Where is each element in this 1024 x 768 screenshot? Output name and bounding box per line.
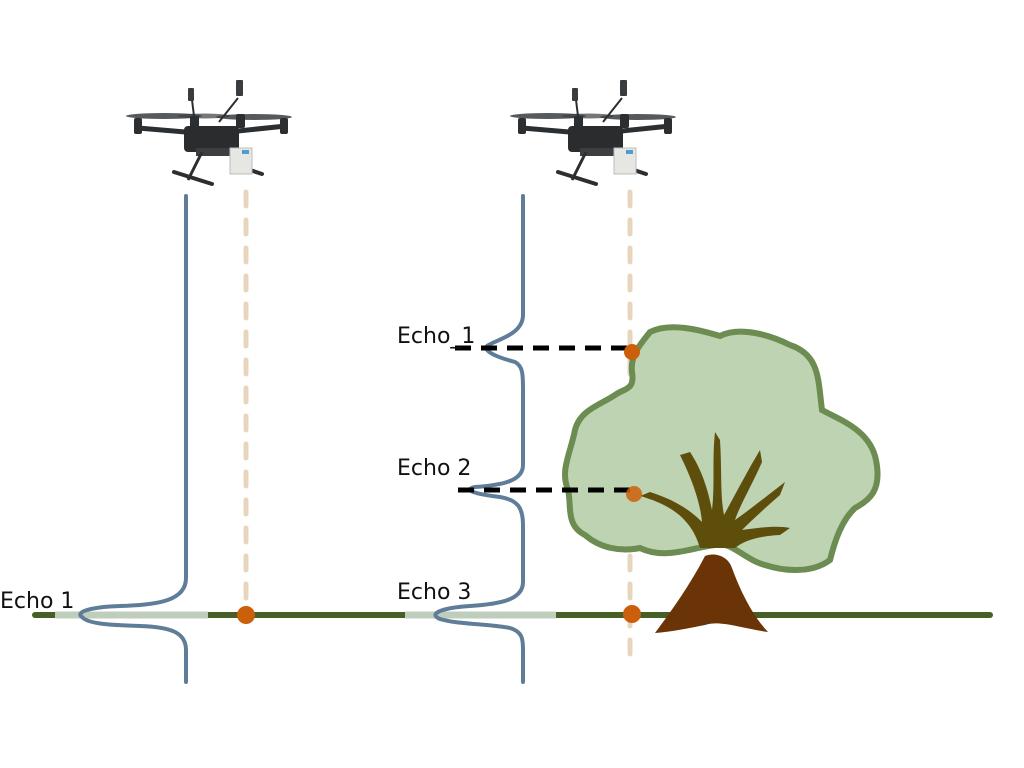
return-point-ground-left xyxy=(237,606,255,624)
return-point-canopy xyxy=(624,344,640,360)
waveform-left xyxy=(78,194,188,684)
waveform-right xyxy=(433,194,525,684)
tree-trunk xyxy=(655,554,768,633)
return-point-branch xyxy=(626,486,642,502)
echo-label-right-2: Echo 2 xyxy=(397,456,471,481)
drone-left-icon xyxy=(126,80,292,184)
tree-branches xyxy=(640,432,790,548)
return-point-ground-right xyxy=(623,605,641,623)
tree xyxy=(562,324,881,633)
drone-right-icon xyxy=(510,80,676,184)
echo-label-right-1: Echo_1 xyxy=(397,324,475,349)
echo-label-right-3: Echo 3 xyxy=(397,580,471,605)
echo-label-left-1: Echo 1 xyxy=(0,589,74,614)
tree-canopy xyxy=(562,324,881,573)
